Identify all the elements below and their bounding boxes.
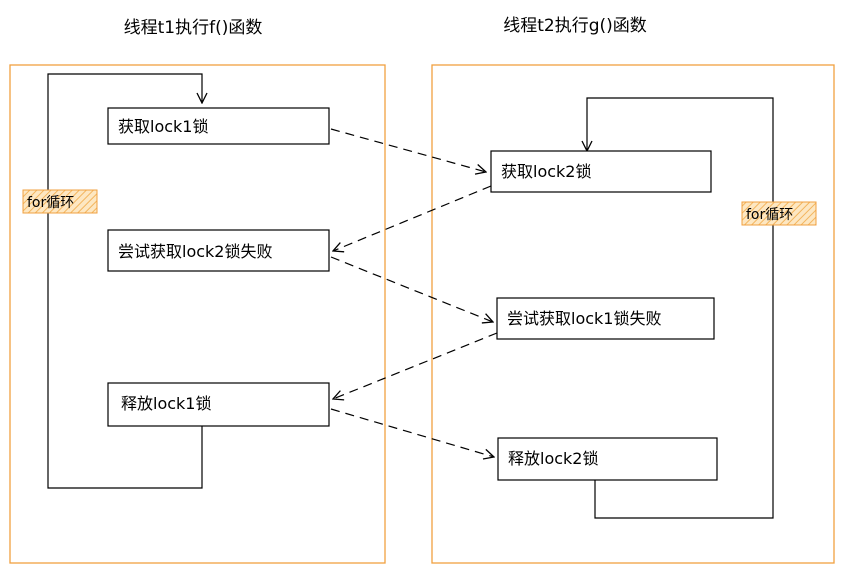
thread-t1-title: 线程t1执行f()函数 (124, 18, 263, 38)
t1-step-label: 获取lock1锁 (118, 117, 208, 136)
t1-step-acquire-lock1: 获取lock1锁 (107, 107, 330, 145)
t1-step-label: 释放lock1锁 (121, 394, 211, 413)
t2-step-acquire-lock2: 获取lock2锁 (490, 150, 712, 193)
t1-step-release-lock1: 释放lock1锁 (107, 382, 330, 427)
thread-t2-title: 线程t2执行g()函数 (503, 16, 647, 36)
t2-loop-label: for循环 (741, 201, 817, 226)
t2-step-release-lock2: 释放lock2锁 (497, 437, 718, 481)
t1-step-try-lock2-failed: 尝试获取lock2锁失败 (107, 229, 330, 272)
t2-step-label: 尝试获取lock1锁失败 (507, 309, 661, 328)
thread-t2-container (431, 64, 835, 564)
t2-loop-line (587, 97, 774, 519)
t2-step-label: 获取lock2锁 (501, 162, 591, 181)
t2-step-label: 释放lock2锁 (508, 449, 598, 468)
t1-loop-label-text: for循环 (27, 195, 74, 211)
arrow-t1-release-to-t2-release (330, 408, 494, 457)
arrow-t2-try-to-t1-release (333, 332, 498, 399)
arrow-t1-acquire-to-t2-acquire (330, 128, 486, 172)
arrow-t2-acquire-to-t1-try (333, 185, 492, 251)
t1-loop-line (47, 73, 202, 489)
arrow-t1-try-to-t2-try (330, 256, 493, 322)
t1-loop-label: for循环 (22, 189, 98, 214)
t1-step-label: 尝试获取lock2锁失败 (118, 242, 272, 261)
t2-step-try-lock1-failed: 尝试获取lock1锁失败 (496, 297, 715, 340)
thread-t1-container (9, 64, 386, 564)
t2-loop-label-text: for循环 (746, 207, 793, 223)
